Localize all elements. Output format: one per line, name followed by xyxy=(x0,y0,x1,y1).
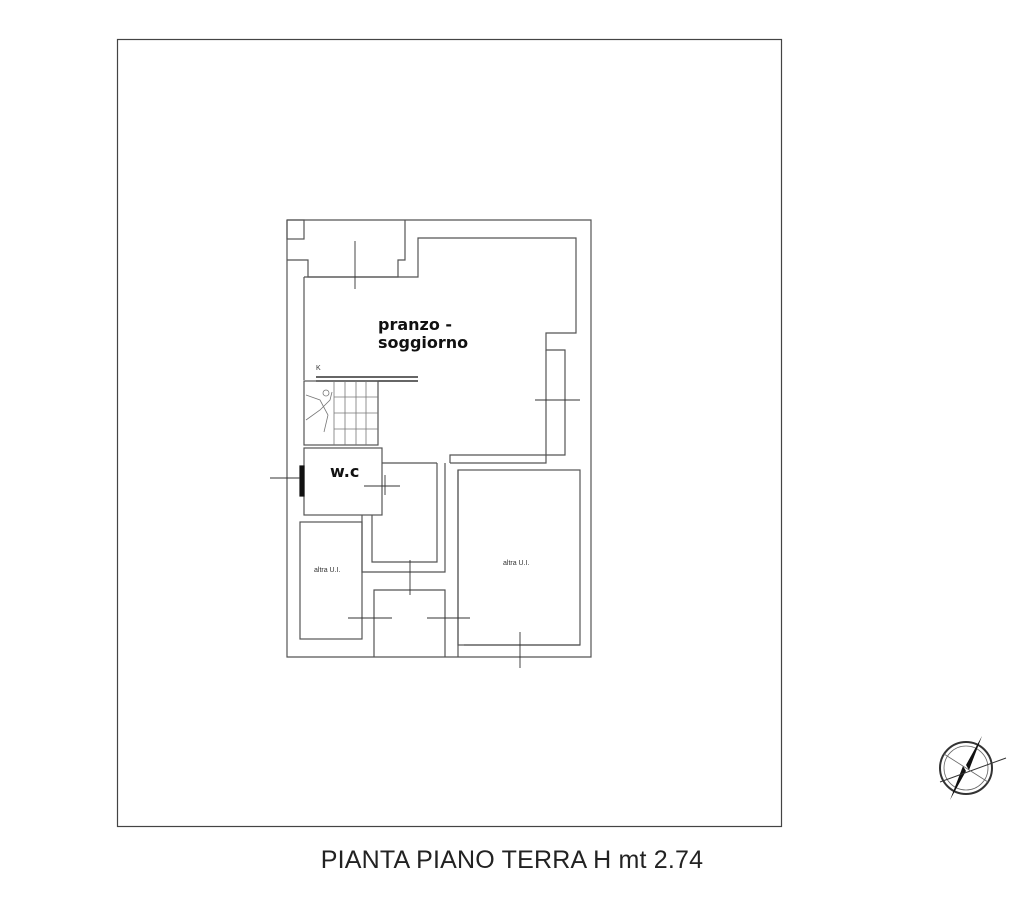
plan-title: PIANTA PIANO TERRA H mt 2.74 xyxy=(320,846,704,874)
other-unit-right-label: altra U.I. xyxy=(503,560,530,567)
k-mark-label: K xyxy=(316,365,321,372)
staircase xyxy=(305,381,378,445)
living-room-label-2: soggiorno xyxy=(378,333,468,352)
drawing-frame xyxy=(116,38,783,828)
other-unit-left-label: altra U.I. xyxy=(314,567,341,574)
living-room-label-1: pranzo - xyxy=(378,315,452,334)
north-arrow-icon xyxy=(939,736,1007,800)
door-markers xyxy=(270,241,580,668)
building-outline xyxy=(286,219,592,658)
wc-label: w.c xyxy=(330,462,359,481)
